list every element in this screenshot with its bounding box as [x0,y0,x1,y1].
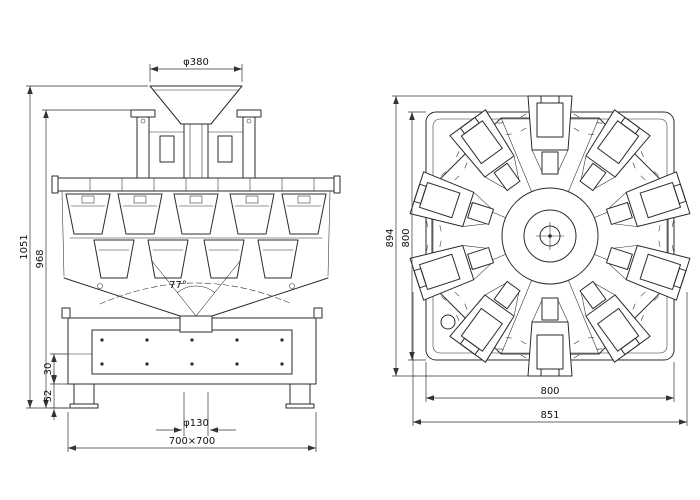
bolt-hole [100,338,104,342]
actuator-cap-left [130,109,156,118]
extension-lines [183,392,209,436]
weigh-hopper [203,239,245,279]
center-cone-circle [501,187,599,285]
bolt-hole [280,338,284,342]
drive-box-right [217,135,233,163]
plan-machine [407,95,693,377]
actuator-column-right [242,116,256,179]
machine-leg [73,383,95,405]
feeder-deck-ticks [89,177,315,192]
hook-detail [97,283,103,289]
bolt-detail [140,118,146,124]
actuator-column-left [136,116,150,179]
bolt-hole [190,338,194,342]
weigh-head [520,297,580,377]
machine-leg [289,383,311,405]
feed-hopper [229,193,275,235]
angle-legs [151,260,241,317]
plan-view: 894 800 800 851 [385,95,693,426]
deck-end-right [333,175,341,194]
dim-base-size: 700×700 [67,412,317,452]
bolt-hole [235,362,239,366]
foot-pad [69,403,99,409]
dim-cone-angle-label: 77° [169,280,187,291]
weigh-head [599,164,693,245]
dim-frame-gap: 30 [43,353,68,385]
dim-overall-width-label: 851 [540,410,559,421]
corner-circle-detail [440,314,456,330]
dim-top-diameter-label: φ380 [183,57,209,68]
dim-body-height: 968 [35,109,133,408]
dim-foot-height: 52 [43,372,70,420]
base-panel [91,329,293,375]
weigh-head [520,95,580,175]
bolt-hole [145,362,149,366]
bolt-hole [145,338,149,342]
dim-frame-width-label: 800 [540,386,559,397]
feed-hopper [173,193,219,235]
dim-frame-gap-label: 30 [43,363,54,376]
deck-end-left [51,175,59,194]
weigh-hopper [93,239,135,279]
extension-lines [412,292,688,426]
dim-body-height-label: 968 [35,249,46,268]
center-cross [535,221,565,251]
dim-overall-depth-label: 894 [385,228,396,247]
foot-pad [285,403,315,409]
weigh-hopper [257,239,299,279]
cone-silhouette-arc [99,282,293,305]
actuator-cap-right [236,109,262,118]
center-column [183,123,209,179]
dim-top-diameter: φ380 [149,57,243,82]
center-column-lines [189,123,203,179]
bolt-detail [246,118,252,124]
center-ring [523,209,577,263]
bolt-hole [235,338,239,342]
weigh-head [407,227,501,308]
dim-frame-depth: 800 [401,111,426,361]
dim-base-size-label: 700×700 [169,436,216,447]
extension-lines [392,95,528,377]
weigh-head [599,227,693,308]
discharge-cone [63,277,329,317]
dim-outlet-diameter-label: φ130 [183,418,209,429]
dim-total-height-label: 1051 [19,234,30,259]
dim-outlet-diameter: φ130 [156,392,236,436]
bolt-hole [100,362,104,366]
feed-funnel [149,85,243,125]
weigh-head [407,164,501,245]
lifting-lug [61,307,71,319]
weigh-hopper [147,239,189,279]
front-elevation-view [51,85,341,409]
dim-overall-depth: 894 [385,95,528,377]
feed-hopper [65,193,111,235]
hook-detail [289,283,295,289]
lifting-lug [313,307,323,319]
drive-box-left [159,135,175,163]
feeder-deck [57,177,335,192]
bolt-hole [280,362,284,366]
dim-foot-height-label: 52 [43,390,54,403]
dim-overall-width: 851 [412,292,688,426]
bolt-hole [190,362,194,366]
angle-arc [177,285,216,293]
dim-frame-width: 800 [425,362,675,402]
outlet-spout [179,315,213,333]
dim-frame-depth-label: 800 [401,228,412,247]
feed-hopper [281,193,327,235]
feed-hopper [117,193,163,235]
dim-cone-angle: 77° [169,280,187,291]
side-casing [61,190,331,277]
